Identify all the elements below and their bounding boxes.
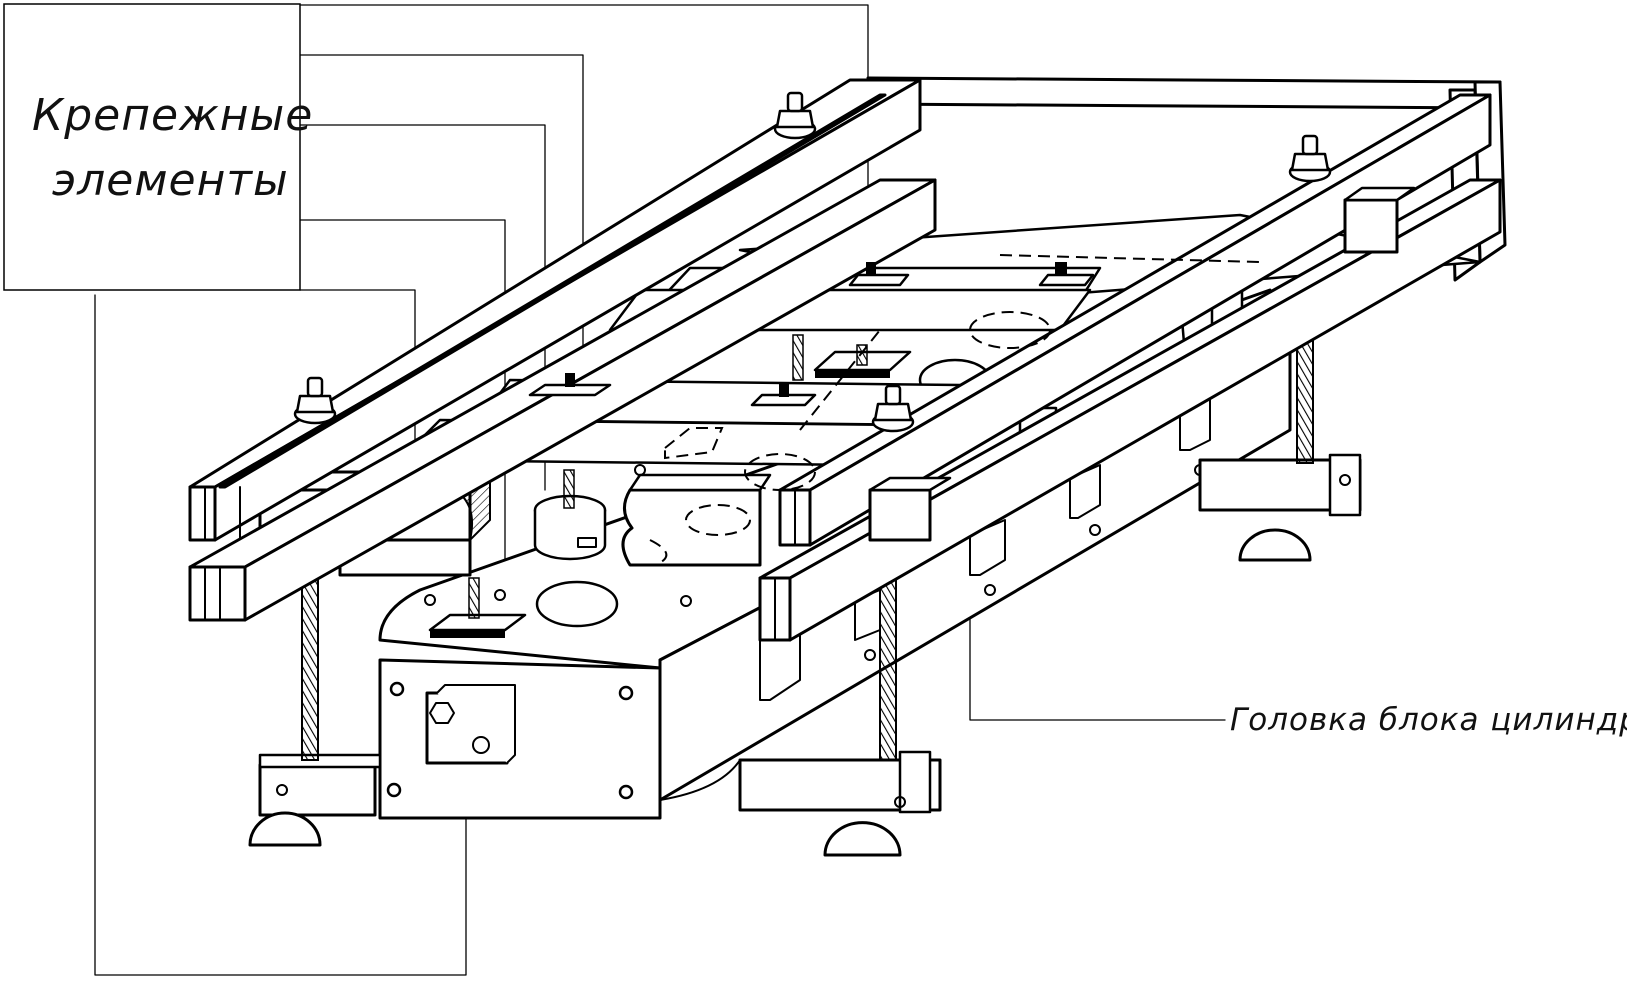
cylinder-head-label: Головка блока цилиндров <box>1230 702 1627 738</box>
base-supports <box>248 453 1362 857</box>
near-left-rails <box>188 78 937 622</box>
fasteners-label-line1: Крепежные <box>32 90 313 141</box>
hidden-lines <box>664 254 1261 491</box>
near-right-rails <box>758 93 1502 642</box>
fasteners-label-line2: элементы <box>52 155 289 206</box>
rail-nuts <box>293 91 1332 433</box>
leader-lines <box>94 4 1226 976</box>
fasteners-label-box <box>3 3 301 291</box>
fastener-pads <box>428 262 1095 638</box>
fasteners-callout: Крепежные элементы <box>3 3 313 291</box>
